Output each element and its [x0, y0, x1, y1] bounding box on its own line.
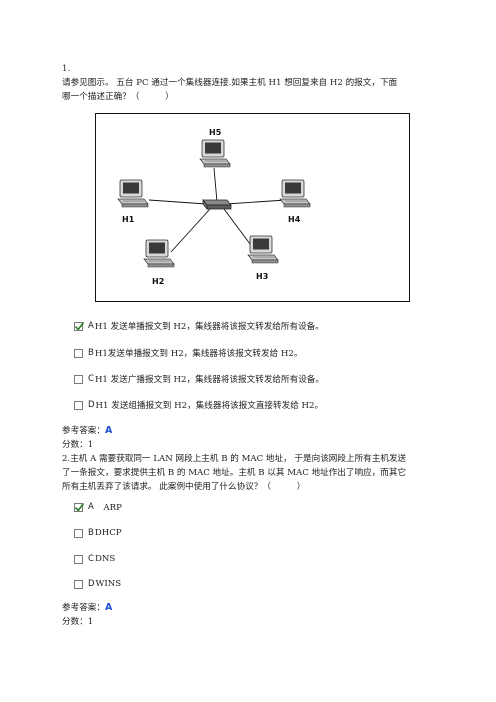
- q1-stem-line2: 哪一个描述正确？（ ）: [62, 92, 174, 102]
- q1-option-d[interactable]: D H1 发送组播报文到 H2，集线器将该报文直接转发给 H2。: [74, 399, 323, 411]
- q2-option-a[interactable]: A ARP: [74, 501, 122, 513]
- q1-score: 分数：1: [62, 440, 94, 450]
- host-label-h2: H2: [152, 277, 164, 286]
- q1-answer-line: 参考答案：A: [62, 424, 112, 438]
- q2-option-d[interactable]: D WINS: [74, 578, 121, 590]
- q2-option-c-checkbox[interactable]: [74, 554, 83, 564]
- q1-answer-label: 参考答案：: [62, 426, 105, 436]
- q2-option-d-checkbox[interactable]: [74, 579, 83, 589]
- q2-answer-value: A: [104, 602, 113, 613]
- host-h2: [143, 239, 175, 268]
- check-icon: [74, 321, 85, 331]
- link-h1: [148, 199, 207, 205]
- q2-stem-line3: 所有主机丢弃了该请求。 此案例中使用了什么协议？（ ）: [62, 482, 306, 492]
- q1-option-c-text: H1 发送广播报文到 H2，集线器将该报文转发给所有设备。: [94, 375, 324, 385]
- q1-option-b-text: H1发送单播报文到 H2，集线器将该报文转发给 H2。: [94, 349, 303, 359]
- network-topology-svg: H5 H1 H4 H2 H3: [117, 128, 311, 286]
- q1-option-d-text: H1 发送组播报文到 H2，集线器将该报文直接转发给 H2。: [95, 401, 324, 411]
- q1-answer-value: A: [104, 425, 113, 436]
- host-h5: [199, 139, 231, 168]
- q2-score: 分数：1: [62, 617, 94, 627]
- q1-stem-line1: 请参见图示。 五台 PC 通过一个集线器连接.如果主机 H1 想回复来自 H2 …: [62, 78, 398, 88]
- q1-option-b-letter: B: [88, 348, 94, 358]
- q1-option-c-letter: C: [88, 374, 94, 384]
- q2-option-b-text: DHCP: [94, 528, 122, 538]
- q2-option-d-letter: D: [88, 579, 95, 589]
- q1-option-b-checkbox[interactable]: [74, 348, 83, 358]
- check-icon: [74, 502, 85, 512]
- link-h2: [170, 208, 211, 253]
- q1-option-a-text: H1 发送单播报文到 H2，集线器将该报文转发给所有设备。: [94, 322, 324, 332]
- host-h3: [247, 235, 279, 264]
- q2-option-b-checkbox[interactable]: [74, 528, 83, 538]
- q1-option-d-letter: D: [88, 400, 95, 410]
- q2-option-c-letter: C: [88, 554, 94, 564]
- q1-option-a-checkbox[interactable]: [74, 321, 85, 331]
- q2-option-d-text: WINS: [95, 579, 122, 589]
- host-h4: [279, 179, 311, 208]
- q1-option-c[interactable]: C H1 发送广播报文到 H2，集线器将该报文转发给所有设备。: [74, 373, 324, 385]
- link-h4: [225, 199, 287, 205]
- q2-option-c[interactable]: C DNS: [74, 553, 115, 565]
- q2-option-a-letter: A: [88, 502, 94, 512]
- host-label-h4: H4: [288, 215, 301, 224]
- q1-option-a-letter: A: [88, 321, 94, 331]
- host-label-h5: H5: [209, 128, 222, 137]
- q2-answer-label: 参考答案：: [62, 603, 105, 613]
- host-label-h1: H1: [122, 215, 135, 224]
- q2-option-b[interactable]: B DHCP: [74, 527, 122, 539]
- q2-answer-line: 参考答案：A: [62, 601, 112, 615]
- q2-option-a-checkbox[interactable]: [74, 502, 85, 512]
- hub-device: [202, 199, 232, 210]
- q1-option-d-checkbox[interactable]: [74, 400, 83, 410]
- q2-stem-line1: 2.主机 A 需要获取同一 LAN 网段上主机 B 的 MAC 地址， 于是向该…: [62, 454, 407, 464]
- q2-stem-line2: 了一条报文，要求提供主机 B 的 MAC 地址。主机 B 以其 MAC 地址作出…: [62, 468, 407, 478]
- q2-option-a-text: ARP: [94, 503, 122, 513]
- link-h5: [213, 167, 218, 203]
- hub-network-diagram: H5 H1 H4 H2 H3: [95, 113, 410, 302]
- q1-option-b[interactable]: B H1发送单播报文到 H2，集线器将该报文转发给 H2。: [74, 347, 302, 359]
- q1-number: 1.: [62, 64, 71, 74]
- host-h1: [117, 179, 149, 208]
- q1-option-c-checkbox[interactable]: [74, 374, 83, 384]
- q2-option-b-letter: B: [88, 528, 94, 538]
- q2-option-c-text: DNS: [94, 554, 116, 564]
- host-label-h3: H3: [256, 272, 268, 281]
- q1-option-a[interactable]: A H1 发送单播报文到 H2，集线器将该报文转发给所有设备。: [74, 320, 324, 332]
